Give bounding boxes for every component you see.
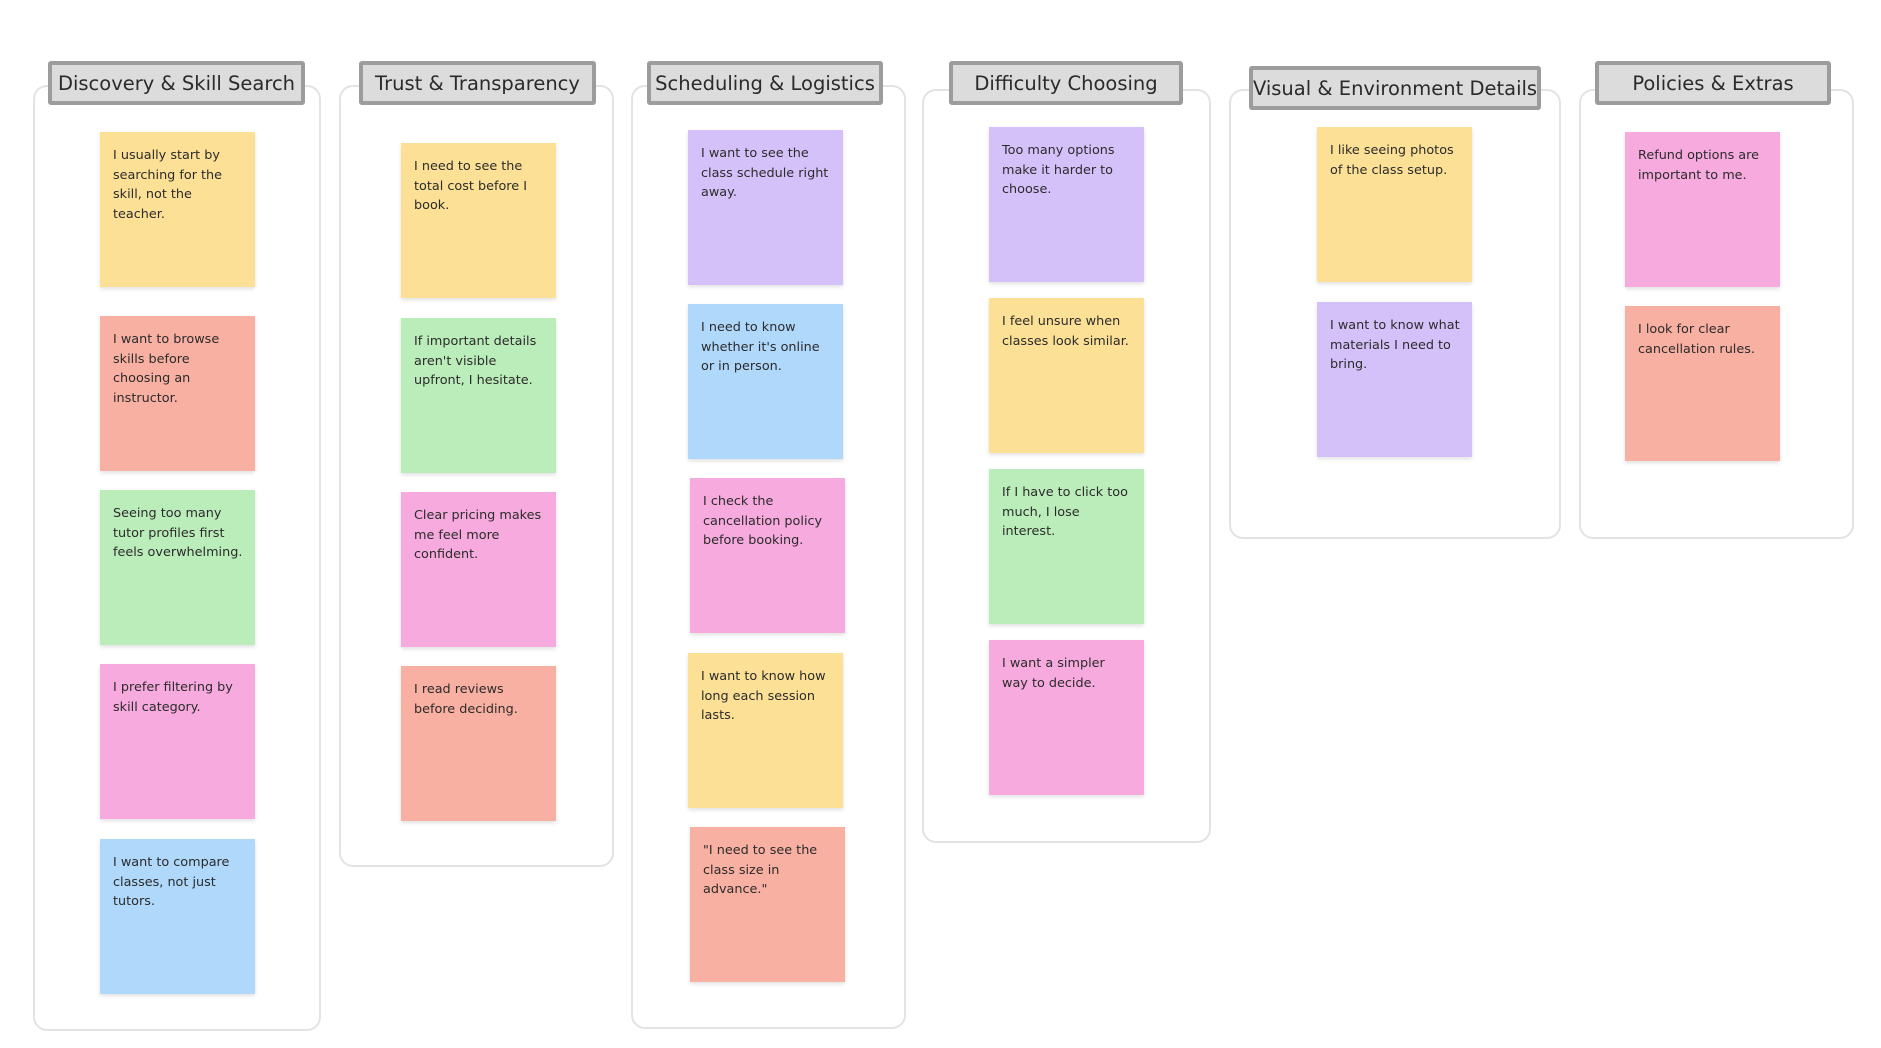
sticky-note[interactable]: I usually start by searching for the ski… [100, 132, 255, 287]
column-header[interactable]: Policies & Extras [1595, 61, 1831, 105]
sticky-note[interactable]: I want a simpler way to decide. [989, 640, 1144, 795]
sticky-note[interactable]: I want to browse skills before choosing … [100, 316, 255, 471]
sticky-note[interactable]: I want to know what materials I need to … [1317, 302, 1472, 457]
sticky-note[interactable]: I feel unsure when classes look similar. [989, 298, 1144, 453]
column-header[interactable]: Visual & Environment Details [1249, 66, 1541, 110]
sticky-note[interactable]: Seeing too many tutor profiles first fee… [100, 490, 255, 645]
sticky-note[interactable]: I check the cancellation policy before b… [690, 478, 845, 633]
sticky-note[interactable]: I read reviews before deciding. [401, 666, 556, 821]
column-header[interactable]: Scheduling & Logistics [647, 61, 883, 105]
sticky-note[interactable]: I want to see the class schedule right a… [688, 130, 843, 285]
sticky-note[interactable]: "I need to see the class size in advance… [690, 827, 845, 982]
sticky-note[interactable]: Clear pricing makes me feel more confide… [401, 492, 556, 647]
sticky-note[interactable]: Refund options are important to me. [1625, 132, 1780, 287]
sticky-note[interactable]: I need to see the total cost before I bo… [401, 143, 556, 298]
column-header[interactable]: Difficulty Choosing [949, 61, 1183, 105]
sticky-note[interactable]: I prefer filtering by skill category. [100, 664, 255, 819]
sticky-note[interactable]: If important details aren't visible upfr… [401, 318, 556, 473]
column-header[interactable]: Discovery & Skill Search [48, 61, 305, 105]
sticky-note[interactable]: I like seeing photos of the class setup. [1317, 127, 1472, 282]
sticky-note[interactable]: If I have to click too much, I lose inte… [989, 469, 1144, 624]
sticky-note[interactable]: I want to compare classes, not just tuto… [100, 839, 255, 994]
sticky-note[interactable]: I look for clear cancellation rules. [1625, 306, 1780, 461]
column-header[interactable]: Trust & Transparency [359, 61, 596, 105]
sticky-note[interactable]: Too many options make it harder to choos… [989, 127, 1144, 282]
sticky-note[interactable]: I want to know how long each session las… [688, 653, 843, 808]
sticky-note[interactable]: I need to know whether it's online or in… [688, 304, 843, 459]
